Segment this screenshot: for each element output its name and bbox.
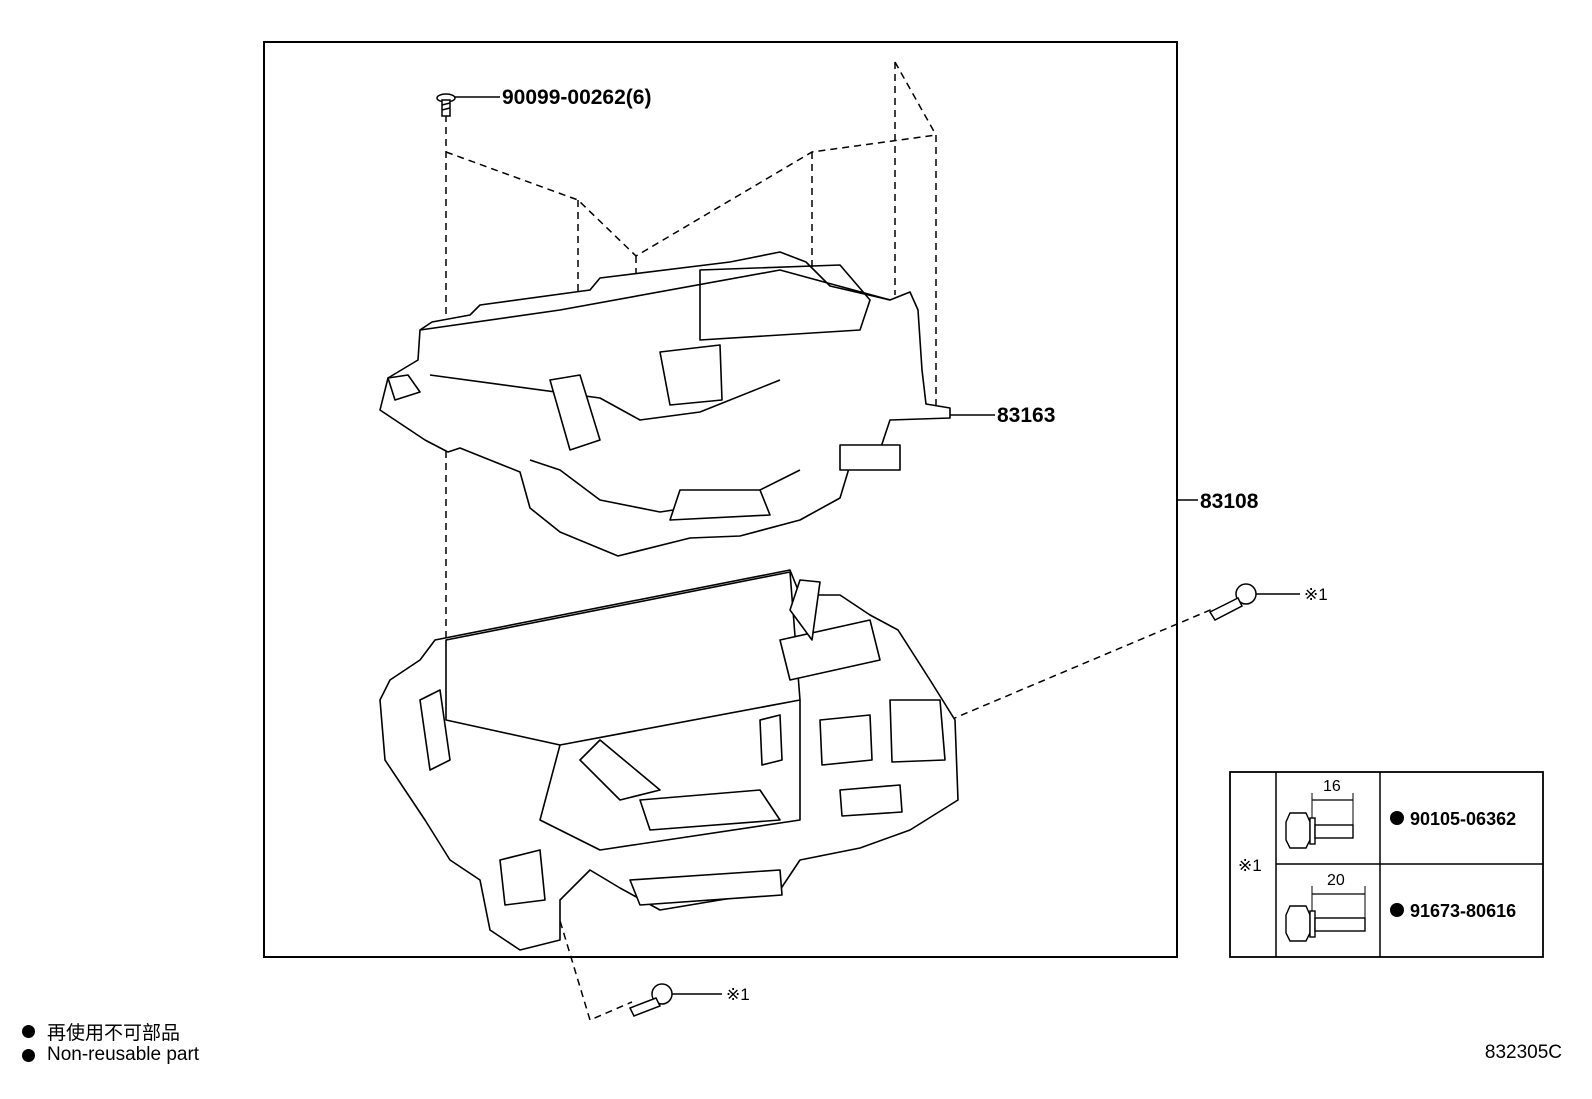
bolt-length-20: 20 bbox=[1327, 872, 1345, 889]
legend-japanese: 再使用不可部品 bbox=[22, 1018, 180, 1045]
part-no-row2: 91673-80616 bbox=[1410, 901, 1516, 921]
callout-assembly: 83108 bbox=[1200, 490, 1259, 513]
legend-english: Non-reusable part bbox=[22, 1044, 199, 1066]
callout-upper-cover: 83163 bbox=[997, 404, 1055, 427]
bullet-icon bbox=[22, 1025, 35, 1038]
bolt-bottom-icon bbox=[628, 983, 673, 1017]
legend-english-text: Non-reusable part bbox=[47, 1044, 200, 1065]
callout-screw: 90099-00262(6) bbox=[502, 86, 651, 109]
legend-japanese-text: 再使用不可部品 bbox=[47, 1023, 181, 1044]
ref-mark-right: ※1 bbox=[1304, 585, 1328, 604]
figure-code: 832305C bbox=[1484, 1042, 1562, 1063]
table-ref-mark: ※1 bbox=[1238, 856, 1262, 875]
bolt-table: ※1 16 90105-06362 20 91673-80616 bbox=[1229, 771, 1544, 958]
part-no-row1: 90105-06362 bbox=[1410, 809, 1516, 829]
screw-icon bbox=[436, 93, 456, 117]
lower-housing-drawing bbox=[379, 569, 959, 951]
ref-mark-bottom: ※1 bbox=[726, 985, 750, 1004]
upper-cover-drawing bbox=[379, 251, 951, 557]
bolt-length-16: 16 bbox=[1323, 778, 1341, 795]
bolt-16-icon bbox=[1285, 812, 1354, 849]
bolt-right-icon bbox=[1208, 583, 1257, 621]
bullet-icon bbox=[22, 1048, 35, 1062]
